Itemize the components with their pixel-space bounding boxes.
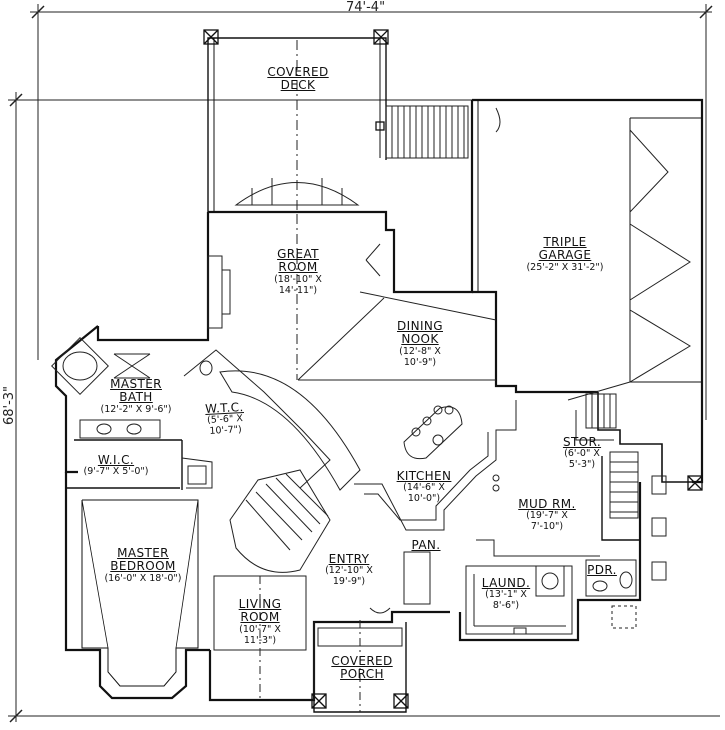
garage-stairs	[609, 451, 639, 519]
wic-name: W.I.C.	[97, 453, 135, 467]
covered-deck-name-2: DECK	[280, 78, 316, 93]
room-label-living-room: LIVING ROOM (10'-7" X 11'-3")	[226, 597, 294, 646]
room-label-covered-deck: COVERED DECK	[256, 65, 340, 93]
stor-dim-2: 5'-3")	[568, 459, 596, 471]
master-bedroom-name-1: MASTER	[117, 546, 169, 560]
wic-dim-1: (9'-7" X 5'-0")	[83, 466, 149, 478]
room-label-dining-nook: DINING NOOK (12'-8" X 10'-9")	[382, 319, 458, 368]
entry-dim-2: 19'-9")	[332, 576, 366, 588]
overall-depth: 68'-3"	[2, 385, 18, 426]
powder-room	[585, 559, 637, 597]
laundry-name: LAUND.	[481, 576, 531, 590]
mud-room-dim-1: (19'-7" X	[526, 510, 568, 522]
depth-dimension-line	[8, 92, 720, 723]
great-room-walls	[208, 100, 474, 294]
column-posts	[203, 29, 703, 709]
garage-name-1: TRIPLE	[543, 235, 587, 249]
room-label-triple-garage: TRIPLE GARAGE (25'-2" X 31'-2")	[510, 235, 620, 274]
covered-deck-name-1: COVERED	[267, 65, 329, 79]
kitchen-island	[403, 405, 463, 460]
great-room-dim-2: 14'-11")	[278, 284, 318, 296]
width-dimension-line	[30, 4, 713, 420]
laundry-dim-1: (13'-1" X	[485, 589, 527, 601]
master-bath-dim-1: (12'-2" X 9'-6")	[100, 403, 172, 415]
living-room-name-2: ROOM	[240, 610, 280, 625]
kitchen-dim-2: 10'-0")	[407, 493, 441, 505]
stor-dim-1: (6'-0" X	[564, 448, 600, 460]
main-stair	[219, 370, 361, 573]
room-label-entry: ENTRY (12'-10" X 19'-9")	[314, 552, 384, 588]
room-label-mud-room: MUD RM. (19'-7" X 7'-10")	[512, 497, 582, 533]
fireplace-hearth	[234, 182, 360, 206]
room-label-kitchen: KITCHEN (14'-6" X 10'-0")	[388, 469, 460, 505]
overall-width: 74'-4"	[346, 0, 386, 15]
garage-dim-1: (25'-2" X 31'-2")	[526, 261, 604, 273]
master-bedroom-walls	[64, 472, 210, 700]
garage-walls	[472, 98, 704, 484]
dining-nook-name-2: NOOK	[401, 332, 439, 347]
room-label-laundry: LAUND. (13'-1" X 8'-6")	[476, 576, 536, 612]
master-bath-name-2: BATH	[119, 390, 153, 405]
room-label-covered-porch: COVERED PORCH	[322, 654, 402, 682]
dining-nook-dim-1: (12'-8" X	[399, 345, 441, 357]
covered-porch-name-1: COVERED	[331, 654, 393, 668]
room-label-master-bedroom: MASTER BEDROOM (16'-0" X 18'-0")	[88, 546, 198, 585]
room-label-powder: PDR.	[580, 563, 624, 577]
master-bedroom-dim-1: (16'-0" X 18'-0")	[104, 572, 182, 584]
covered-deck-outline	[207, 37, 387, 215]
master-bath-fixtures	[51, 337, 213, 439]
entry-dim-1: (12'-10" X	[325, 565, 373, 577]
dining-nook-dim-2: 10'-9")	[403, 356, 437, 368]
room-label-wtc: W.T.C. (5'-6" X 10'-7")	[197, 400, 253, 438]
living-room-dim-1: (10'-7" X	[239, 623, 281, 635]
laundry-dim-2: 8'-6")	[492, 600, 520, 612]
master-bedroom-name-2: BEDROOM	[110, 559, 176, 574]
deck-stairs	[385, 105, 469, 159]
garage-name-2: GARAGE	[538, 248, 592, 263]
mud-room-name: MUD RM.	[518, 497, 576, 511]
great-room-name-1: GREAT	[277, 247, 319, 261]
kitchen-name: KITCHEN	[396, 469, 452, 483]
pantry-name: PAN.	[411, 538, 441, 552]
room-label-wic: W.I.C. (9'-7" X 5'-0")	[68, 453, 164, 478]
room-label-pantry: PAN.	[404, 538, 448, 552]
great-room-name-2: ROOM	[278, 260, 318, 275]
kitchen-dim-1: (14'-6" X	[403, 482, 445, 494]
room-label-great-room: GREAT ROOM (18'-10" X 14'-11")	[262, 247, 334, 296]
stor-name: STOR.	[562, 435, 602, 449]
mud-room-dim-2: 7'-10")	[530, 521, 564, 533]
room-label-master-bath: MASTER BATH (12'-2" X 9'-6")	[82, 377, 190, 416]
dining-nook-name-1: DINING	[397, 319, 443, 333]
covered-porch-name-2: PORCH	[340, 667, 384, 682]
powder-name: PDR.	[587, 563, 617, 577]
great-room-dim-1: (18'-10" X	[274, 273, 322, 285]
pantry-outline	[403, 551, 431, 605]
living-room-dim-2: 11'-3")	[243, 634, 277, 646]
master-bath-name-1: MASTER	[110, 377, 162, 391]
room-label-stor: STOR. (6'-0" X 5'-3")	[552, 435, 612, 471]
living-room-name-1: LIVING	[238, 597, 282, 611]
entry-name: ENTRY	[328, 552, 370, 566]
